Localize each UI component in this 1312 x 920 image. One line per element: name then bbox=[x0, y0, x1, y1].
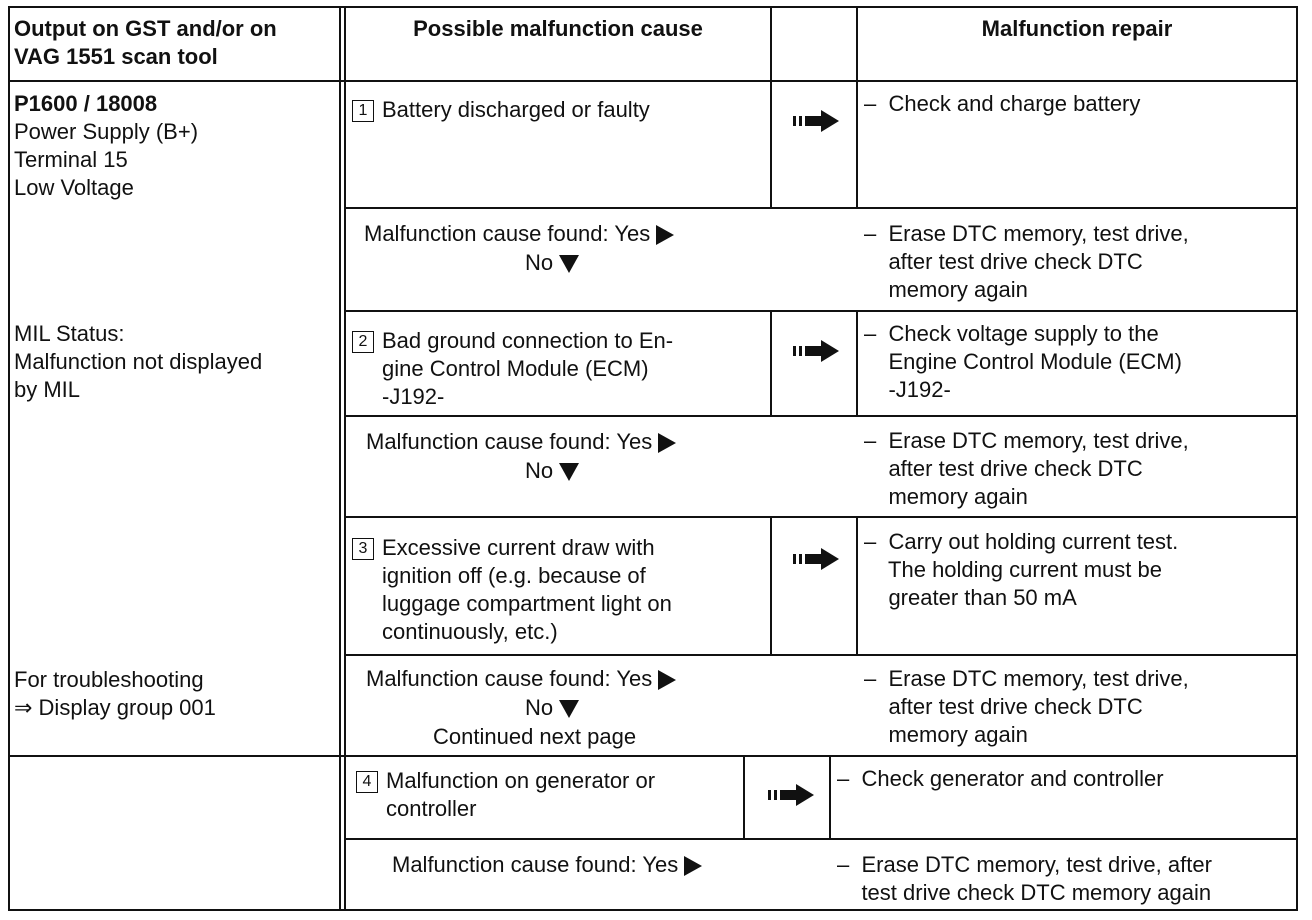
step-2-repair: – Check voltage supply to the Engine Con… bbox=[864, 321, 1182, 402]
row-divider bbox=[8, 755, 1298, 757]
found-yes-label: Malfunction cause found: Yes bbox=[366, 429, 653, 454]
result-2-repair: – Erase DTC memory, test drive, after te… bbox=[864, 428, 1189, 509]
mil-status: MIL Status: Malfunction not displayed by… bbox=[14, 321, 263, 402]
step-3-cause: 3 Excessive current draw with ignition of… bbox=[352, 534, 672, 646]
step-2-cause: 2 Bad ground connection to En- gine Contr… bbox=[352, 327, 673, 411]
result-3-no: No bbox=[525, 694, 580, 722]
table-border-right bbox=[1296, 6, 1298, 911]
found-no-label: No bbox=[525, 695, 554, 720]
column-separator bbox=[339, 6, 341, 911]
found-yes-label: Malfunction cause found: Yes bbox=[392, 852, 679, 877]
found-yes-label: Malfunction cause found: Yes bbox=[366, 666, 653, 691]
arrow-col-left bbox=[770, 516, 772, 656]
found-no-label: No bbox=[525, 250, 554, 275]
result-1-repair: – Erase DTC memory, test drive, after te… bbox=[864, 221, 1189, 302]
arrow-right-icon bbox=[793, 548, 839, 570]
arrow-col-right bbox=[856, 516, 858, 656]
triangle-down-icon bbox=[559, 700, 580, 719]
row-divider bbox=[344, 838, 1298, 840]
cause-text: Excessive current draw with ignition off… bbox=[382, 535, 672, 644]
step-1-cause: 1 Battery discharged or faulty bbox=[352, 96, 650, 124]
arrow-col-left bbox=[770, 80, 772, 209]
result-2-no: No bbox=[525, 457, 580, 485]
arrow-col-right bbox=[856, 310, 858, 417]
dtc-code: P1600 / 18008 bbox=[14, 91, 158, 116]
table-border-top bbox=[8, 6, 1298, 8]
header-arrow-col-right bbox=[856, 6, 858, 82]
result-3-repair: – Erase DTC memory, test drive, after te… bbox=[864, 666, 1189, 747]
result-1-yes: Malfunction cause found: Yes bbox=[364, 220, 675, 248]
triangle-right-icon bbox=[658, 670, 677, 691]
row-divider bbox=[344, 516, 1298, 518]
row-divider bbox=[344, 207, 1298, 209]
found-no-label: No bbox=[525, 458, 554, 483]
table-border-left bbox=[8, 6, 10, 911]
cause-text: Battery discharged or faulty bbox=[382, 97, 650, 122]
header-repair-label: Malfunction repair bbox=[981, 16, 1173, 41]
arrow-col-left bbox=[743, 755, 745, 840]
triangle-right-icon bbox=[658, 433, 677, 454]
step-number-box: 2 bbox=[352, 331, 374, 353]
header-cause-label: Possible malfunction cause bbox=[413, 16, 703, 41]
header-output-label: Output on GST and/or on VAG 1551 scan to… bbox=[14, 16, 277, 69]
step-number-box: 3 bbox=[352, 538, 374, 560]
cause-text: Malfunction on generator or controller bbox=[386, 768, 656, 821]
result-3-yes: Malfunction cause found: Yes bbox=[366, 665, 677, 693]
step-number-box: 1 bbox=[352, 100, 374, 122]
arrow-right-icon bbox=[793, 110, 839, 132]
step-number-box: 4 bbox=[356, 771, 378, 793]
step-3-repair: – Carry out holding current test. The ho… bbox=[864, 529, 1179, 610]
header-arrow-col-left bbox=[770, 6, 772, 82]
arrow-col-right bbox=[856, 80, 858, 209]
step-4-cause: 4 Malfunction on generator or controller bbox=[356, 767, 655, 823]
triangle-down-icon bbox=[559, 255, 580, 274]
row-divider bbox=[344, 310, 1298, 312]
step-1-repair: – Check and charge battery bbox=[864, 91, 1141, 116]
dtc-description: Power Supply (B+) Terminal 15 Low Voltag… bbox=[14, 119, 199, 200]
result-2-yes: Malfunction cause found: Yes bbox=[366, 428, 677, 456]
result-4-repair: – Erase DTC memory, test drive, after te… bbox=[837, 852, 1212, 905]
cause-text: Bad ground connection to En- gine Contro… bbox=[382, 328, 674, 409]
triangle-right-icon bbox=[656, 225, 675, 246]
arrow-right-icon bbox=[768, 784, 814, 806]
arrow-col-left bbox=[770, 310, 772, 417]
step-4-repair: – Check generator and controller bbox=[837, 766, 1164, 791]
row-divider bbox=[344, 654, 1298, 656]
triangle-down-icon bbox=[559, 463, 580, 482]
arrow-col-right bbox=[829, 755, 831, 840]
result-1-no: No bbox=[525, 249, 580, 277]
row-divider bbox=[344, 415, 1298, 417]
found-yes-label: Malfunction cause found: Yes bbox=[364, 221, 651, 246]
troubleshooting-link[interactable]: For troubleshooting ⇒ Display group 001 bbox=[14, 667, 216, 720]
result-4-yes: Malfunction cause found: Yes bbox=[392, 851, 703, 879]
header-divider bbox=[8, 80, 1298, 82]
arrow-right-icon bbox=[793, 340, 839, 362]
column-separator bbox=[344, 6, 346, 911]
table-border-bottom bbox=[8, 909, 1298, 911]
triangle-right-icon bbox=[684, 856, 703, 877]
continued-next-page: Continued next page bbox=[433, 724, 637, 749]
